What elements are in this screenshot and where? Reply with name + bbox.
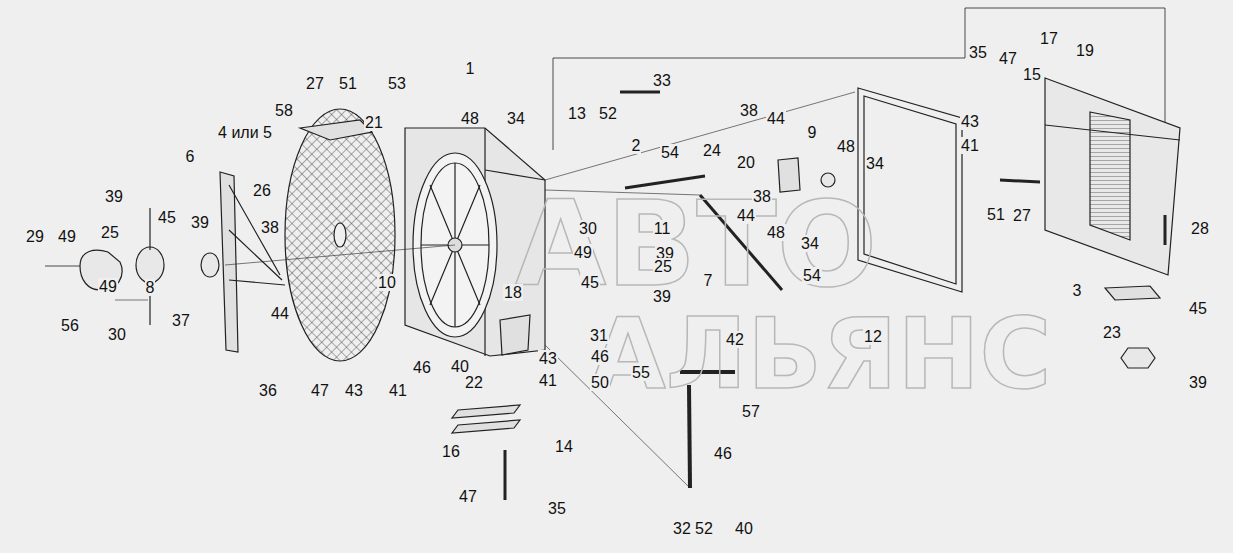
callout-number: 25 (653, 258, 673, 275)
callout-number: 44 (766, 110, 786, 127)
callout-number: 4 или 5 (217, 124, 273, 141)
callout-number: 49 (98, 278, 118, 295)
callout-number: 51 (986, 206, 1006, 223)
callout-number: 40 (734, 520, 754, 537)
watermark: АЛЬЯНС (590, 305, 1051, 403)
callout-number: 35 (547, 500, 567, 517)
callout-number: 24 (702, 142, 722, 159)
callout-number: 8 (145, 279, 156, 296)
callout-number: 34 (865, 155, 885, 172)
callout-number: 46 (713, 445, 733, 462)
callout-number: 48 (460, 110, 480, 127)
callout-number: 39 (190, 214, 210, 231)
callout-number: 39 (652, 288, 672, 305)
callout-number: 47 (998, 50, 1018, 67)
callout-number: 17 (1039, 30, 1059, 47)
callout-number: 49 (573, 244, 593, 261)
callout-number: 51 (338, 75, 358, 92)
callout-number: 7 (703, 272, 714, 289)
callout-number: 1 (465, 60, 476, 77)
callout-number: 15 (1022, 66, 1042, 83)
callout-number: 54 (660, 144, 680, 161)
callout-number: 16 (441, 443, 461, 460)
callout-number: 47 (310, 382, 330, 399)
callout-number: 40 (450, 358, 470, 375)
callout-number: 55 (631, 364, 651, 381)
callout-number: 58 (274, 102, 294, 119)
callout-number: 41 (538, 372, 558, 389)
callout-number: 46 (590, 348, 610, 365)
callout-number: 39 (104, 188, 124, 205)
callout-number: 20 (736, 154, 756, 171)
callout-number: 53 (387, 75, 407, 92)
callout-number: 12 (863, 328, 883, 345)
callout-number: 48 (836, 138, 856, 155)
callout-number: 38 (752, 188, 772, 205)
callout-number: 43 (344, 382, 364, 399)
callout-number: 31 (589, 327, 609, 344)
callout-number: 2 (631, 137, 642, 154)
callout-number: 27 (1012, 207, 1032, 224)
watermark: АВТО (515, 185, 877, 303)
callout-number: 37 (171, 312, 191, 329)
callout-number: 22 (464, 374, 484, 391)
callout-number: 49 (57, 228, 77, 245)
callout-number: 32 (672, 520, 692, 537)
callout-number: 54 (802, 267, 822, 284)
callout-number: 57 (741, 403, 761, 420)
callout-number: 27 (305, 75, 325, 92)
callout-number: 38 (260, 219, 280, 236)
callout-number: 34 (506, 110, 526, 127)
callout-number: 45 (580, 274, 600, 291)
callout-number: 38 (739, 102, 759, 119)
callout-number: 21 (364, 114, 384, 131)
callout-number: 44 (736, 207, 756, 224)
callout-number: 14 (554, 438, 574, 455)
callout-number: 41 (960, 137, 980, 154)
callout-number: 41 (388, 382, 408, 399)
callout-number: 28 (1190, 220, 1210, 237)
callout-number: 33 (652, 72, 672, 89)
callout-number: 18 (503, 284, 523, 301)
callout-number: 47 (458, 488, 478, 505)
callout-number: 3 (1072, 282, 1083, 299)
callout-number: 9 (807, 124, 818, 141)
callout-number: 46 (412, 359, 432, 376)
callout-number: 42 (725, 331, 745, 348)
callout-number: 26 (252, 182, 272, 199)
callout-number: 23 (1102, 324, 1122, 341)
callout-number: 35 (968, 44, 988, 61)
callout-number: 19 (1075, 42, 1095, 59)
callout-number: 45 (157, 209, 177, 226)
callout-number: 39 (1188, 374, 1208, 391)
callout-number: 43 (538, 350, 558, 367)
callout-number: 56 (60, 317, 80, 334)
callout-number: 45 (1188, 300, 1208, 317)
callout-number: 48 (766, 224, 786, 241)
callout-number: 52 (598, 105, 618, 122)
callout-number: 50 (590, 374, 610, 391)
callout-number: 30 (107, 326, 127, 343)
callout-number: 11 (653, 220, 672, 237)
callout-number: 36 (258, 382, 278, 399)
callout-number: 29 (25, 228, 45, 245)
callout-number: 52 (694, 520, 714, 537)
callout-number: 6 (185, 148, 196, 165)
callout-number: 43 (960, 113, 980, 130)
callout-number: 13 (567, 105, 587, 122)
callout-number: 30 (578, 220, 598, 237)
callout-number: 44 (270, 305, 290, 322)
callout-number: 25 (100, 224, 120, 241)
callout-number: 34 (800, 235, 820, 252)
callout-number: 10 (377, 274, 397, 291)
